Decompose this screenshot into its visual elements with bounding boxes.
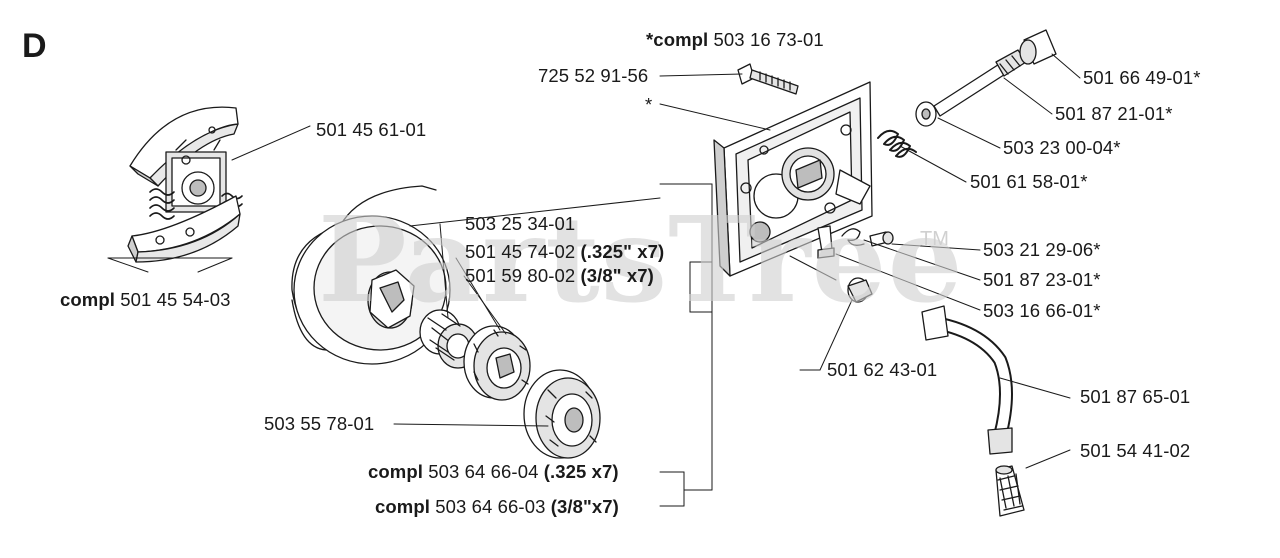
adjusting-cap — [1019, 29, 1057, 65]
spring — [877, 129, 917, 158]
label-501-45-74-02[interactable]: 501 45 74-02 (.325" x7) — [465, 242, 664, 262]
label-number: 501 66 49-01* — [1083, 67, 1201, 88]
label-number: 501 87 65-01 — [1080, 386, 1191, 407]
label-prefix: compl — [60, 289, 115, 310]
oil-strainer — [995, 465, 1025, 517]
label-number: 503 16 73-01 — [713, 29, 824, 50]
clutch-drum — [291, 185, 451, 365]
label-number: 501 45 54-03 — [120, 289, 231, 310]
label-suffix: (.325 x7) — [543, 461, 619, 482]
label-501-87-21-01[interactable]: 501 87 21-01* — [1055, 104, 1173, 124]
clutch-assembly — [127, 106, 243, 263]
label-suffix: (3/8" x7) — [580, 265, 654, 286]
label-number: 503 23 00-04* — [1003, 137, 1121, 158]
label-503-16-66-01[interactable]: 503 16 66-01* — [983, 301, 1101, 321]
bushing-501-62-43 — [847, 277, 873, 303]
label-number: 501 61 58-01* — [970, 171, 1088, 192]
label-compl-503-64-66-03[interactable]: compl 503 64 66-03 (3/8"x7) — [375, 497, 619, 517]
label-number: 501 45 61-01 — [316, 119, 427, 140]
label-number: 501 59 80-02 — [465, 265, 576, 286]
washer — [915, 101, 937, 127]
label-prefix: compl — [375, 496, 430, 517]
label-number: 503 64 66-04 — [428, 461, 539, 482]
label-number: * — [645, 94, 653, 115]
label-number: 501 62 43-01 — [827, 359, 938, 380]
label-suffix: (.325" x7) — [580, 241, 665, 262]
label-503-23-00-04[interactable]: 503 23 00-04* — [1003, 138, 1121, 158]
label-503-25-34-01[interactable]: 503 25 34-01 — [465, 214, 575, 234]
label-501-54-41-02[interactable]: 501 54 41-02 — [1080, 441, 1190, 461]
label-503-55-78-01[interactable]: 503 55 78-01 — [264, 414, 374, 434]
pump-plunger — [933, 49, 1027, 117]
label-number: 725 52 91-56 — [538, 65, 649, 86]
label-suffix: (3/8"x7) — [550, 496, 619, 517]
housing-screw — [737, 63, 799, 95]
label-number: 503 64 66-03 — [435, 496, 546, 517]
label-503-21-29-06[interactable]: 503 21 29-06* — [983, 240, 1101, 260]
label-number: 503 55 78-01 — [264, 413, 375, 434]
label-number: 503 25 34-01 — [465, 213, 576, 234]
section-letter: D — [22, 27, 47, 65]
label-501-45-61-01[interactable]: 501 45 61-01 — [316, 120, 426, 140]
label-compl-503-16-73-01[interactable]: *compl 503 16 73-01 — [646, 30, 824, 50]
label-725-52-91-56[interactable]: 725 52 91-56 — [538, 66, 648, 86]
label-number: 503 16 66-01* — [983, 300, 1101, 321]
rim-sprocket — [463, 325, 531, 401]
watermark-text: PartsTree — [318, 190, 964, 329]
label-compl-501-45-54-03[interactable]: compl 501 45 54-03 — [60, 290, 230, 310]
label-number: 501 87 23-01* — [983, 269, 1101, 290]
label-501-61-58-01[interactable]: 501 61 58-01* — [970, 172, 1088, 192]
label-501-62-43-01[interactable]: 501 62 43-01 — [827, 360, 937, 380]
label-501-59-80-02[interactable]: 501 59 80-02 (3/8" x7) — [465, 266, 654, 286]
label-number: 503 21 29-06* — [983, 239, 1101, 260]
trademark-mark: TM — [920, 228, 949, 250]
label-number: 501 54 41-02 — [1080, 440, 1191, 461]
label-prefix: *compl — [646, 29, 709, 50]
label-number: 501 87 21-01* — [1055, 103, 1173, 124]
leader-lines — [107, 53, 1081, 507]
watermark: PartsTree — [318, 200, 964, 320]
label-compl-503-64-66-04[interactable]: compl 503 64 66-04 (.325 x7) — [368, 462, 619, 482]
label-501-87-65-01[interactable]: 501 87 65-01 — [1080, 387, 1190, 407]
label-number: 501 45 74-02 — [465, 241, 576, 262]
label-prefix: compl — [368, 461, 423, 482]
clip-501-87-23 — [841, 228, 865, 246]
oil-hose — [921, 305, 1013, 455]
spur-sprocket — [523, 369, 601, 459]
label-501-66-49-01[interactable]: 501 66 49-01* — [1083, 68, 1201, 88]
screw-503-21-29 — [869, 231, 894, 247]
nipple-503-16-66 — [817, 225, 835, 259]
oil-pump-housing — [713, 81, 873, 277]
label-501-87-23-01[interactable]: 501 87 23-01* — [983, 270, 1101, 290]
label-asterisk[interactable]: * — [645, 95, 652, 115]
